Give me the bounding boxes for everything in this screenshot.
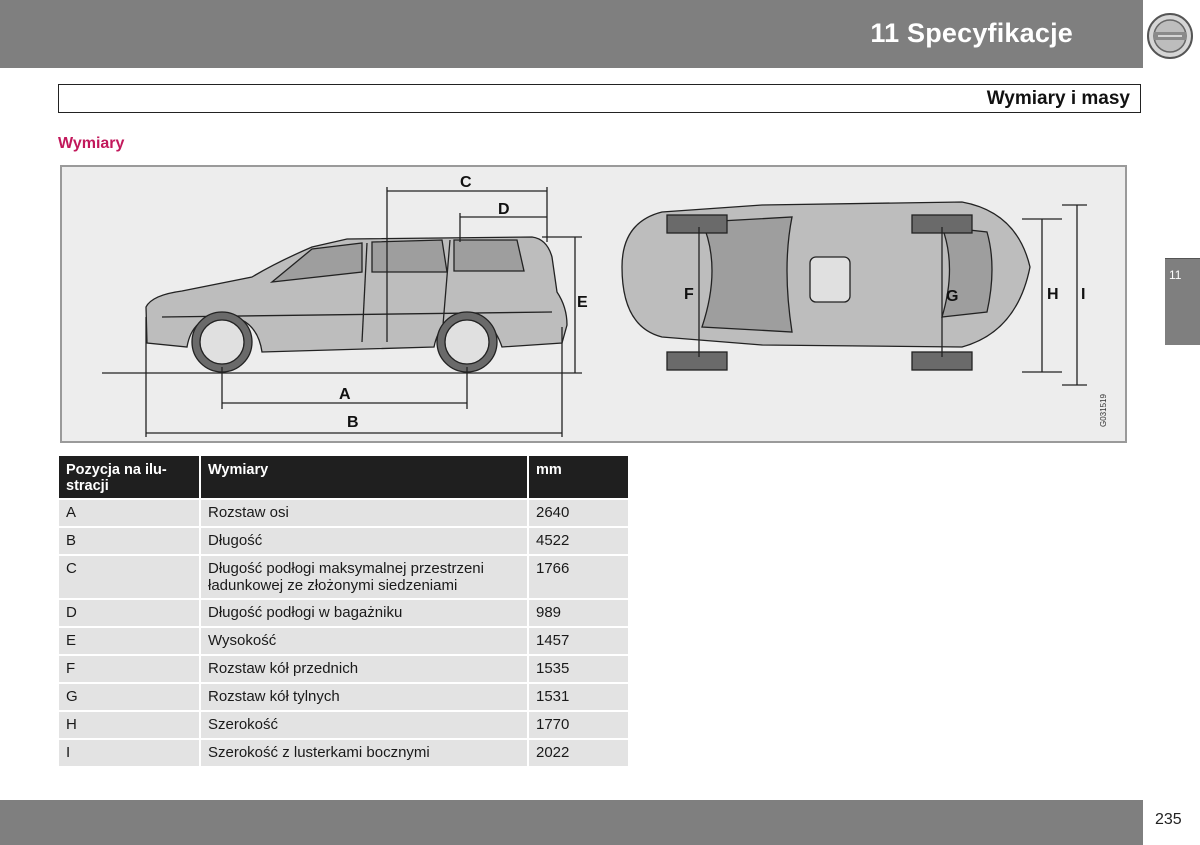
cell-position: H xyxy=(59,710,201,738)
figure-label-g: G xyxy=(946,288,958,305)
cell-value: 1535 xyxy=(529,654,628,682)
table-header-row: Pozycja na ilu-stracji Wymiary mm xyxy=(59,456,628,498)
cell-value: 2022 xyxy=(529,738,628,766)
cell-value: 989 xyxy=(529,598,628,626)
cell-value: 1457 xyxy=(529,626,628,654)
figure-label-h: H xyxy=(1047,286,1059,303)
brand-logo-icon xyxy=(1147,13,1193,59)
cell-position: A xyxy=(59,498,201,526)
page-number: 235 xyxy=(1155,811,1182,828)
cell-description: Rozstaw kół przednich xyxy=(201,654,529,682)
figure-label-a: A xyxy=(339,386,351,403)
side-tab-label: 11 xyxy=(1169,268,1182,282)
footer-bar xyxy=(0,800,1143,845)
cell-description: Długość xyxy=(201,526,529,554)
chapter-title: 11 Specyfikacje xyxy=(870,18,1073,48)
cell-description: Rozstaw osi xyxy=(201,498,529,526)
cell-description: Długość podłogi maksymalnej przestrzeni … xyxy=(201,554,529,598)
dimensions-illustration: C D E A B F G H I G031519 xyxy=(60,165,1127,443)
subsection-title: Wymiary xyxy=(58,135,125,152)
figure-label-e: E xyxy=(577,294,588,311)
cell-position: C xyxy=(59,554,201,598)
cell-value: 1531 xyxy=(529,682,628,710)
cell-position: I xyxy=(59,738,201,766)
cell-description: Szerokość z lusterkami bocznymi xyxy=(201,738,529,766)
header-bar: 11 Specyfikacje xyxy=(0,0,1143,68)
cell-position: D xyxy=(59,598,201,626)
cell-description: Rozstaw kół tylnych xyxy=(201,682,529,710)
figure-label-i: I xyxy=(1081,286,1085,303)
cell-position: G xyxy=(59,682,201,710)
figure-label-b: B xyxy=(347,414,359,431)
section-title: Wymiary i masy xyxy=(986,88,1130,109)
section-header: Wymiary i masy xyxy=(58,84,1141,113)
cell-value: 1766 xyxy=(529,554,628,598)
cell-description: Długość podłogi w bagażniku xyxy=(201,598,529,626)
cell-value: 1770 xyxy=(529,710,628,738)
cell-value: 4522 xyxy=(529,526,628,554)
figure-label-c: C xyxy=(460,174,472,191)
header-dimensions: Wymiary xyxy=(201,456,529,498)
header-position: Pozycja na ilu-stracji xyxy=(59,456,201,498)
cell-position: F xyxy=(59,654,201,682)
cell-value: 2640 xyxy=(529,498,628,526)
cell-description: Szerokość xyxy=(201,710,529,738)
figure-code: G031519 xyxy=(1099,394,1108,427)
cell-position: E xyxy=(59,626,201,654)
figure-label-d: D xyxy=(498,201,510,218)
cell-description: Wysokość xyxy=(201,626,529,654)
cell-position: B xyxy=(59,526,201,554)
chapter-side-tab: 11 xyxy=(1165,258,1200,345)
figure-label-f: F xyxy=(684,286,694,303)
header-mm: mm xyxy=(529,456,628,498)
